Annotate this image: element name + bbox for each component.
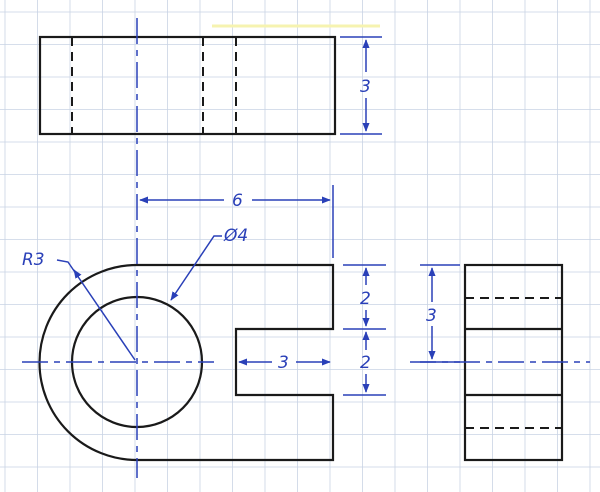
diameter-label: Ø4 <box>223 226 248 246</box>
center-lines <box>22 18 214 478</box>
side-height-label: 3 <box>426 306 437 326</box>
upper-two-label: 2 <box>360 289 371 309</box>
lower-two-label: 2 <box>360 353 371 373</box>
top-height-label: 3 <box>360 77 371 97</box>
top-view-outline <box>38 35 337 136</box>
width-label: 6 <box>232 191 243 211</box>
top-view <box>38 35 337 136</box>
side-height-dimension <box>420 264 460 363</box>
top-height-dimension <box>340 36 382 135</box>
radius-label: R3 <box>22 250 45 270</box>
slot-depth-label: 3 <box>278 353 289 373</box>
diameter-leader <box>170 235 222 301</box>
vertical-two-dimensions <box>343 264 386 396</box>
radius-leader <box>56 259 136 361</box>
width-dimension <box>139 185 334 258</box>
